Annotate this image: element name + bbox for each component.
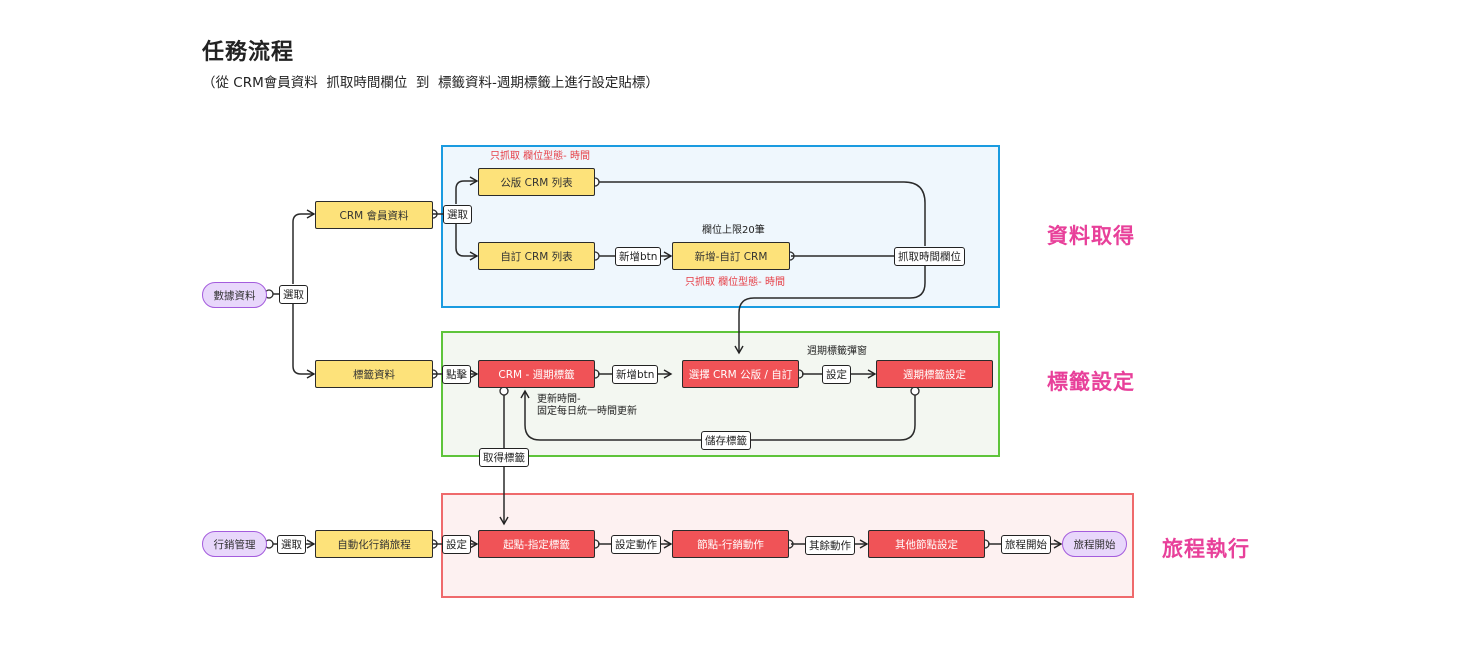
node-tag-data[interactable]: 標籤資料	[315, 360, 433, 388]
node-journey-start[interactable]: 旅程開始	[1062, 531, 1127, 557]
port-half	[432, 539, 438, 549]
edge-label-add-btn: 新增btn	[615, 247, 662, 266]
edge-label-select: 選取	[277, 535, 306, 554]
node-custom-crm-list[interactable]: 自訂 CRM 列表	[478, 242, 595, 270]
node-marketing-mgmt[interactable]: 行銷管理	[202, 531, 267, 557]
edge-select-to-crm-member	[292, 209, 316, 284]
zone-label-journey-exec: 旅程執行	[1162, 537, 1250, 561]
node-weekly-tag-setting[interactable]: 週期標籤設定	[876, 360, 993, 388]
edge-select-to-tag-data	[292, 304, 316, 379]
edge-label-other-action: 其餘動作	[805, 536, 855, 555]
node-start-tag[interactable]: 起點-指定標籤	[478, 530, 595, 558]
edge-label-journey-start: 旅程開始	[1001, 535, 1051, 554]
node-add-custom-crm[interactable]: 新增-自訂 CRM	[672, 242, 790, 270]
edge-label-get-tag: 取得標籤	[479, 448, 529, 467]
node-other-node[interactable]: 其他節點設定	[868, 530, 985, 558]
edge-label-set: 設定	[442, 535, 471, 554]
zone-label-data-fetch: 資料取得	[1047, 224, 1135, 248]
edge-label-add-btn: 新增btn	[612, 365, 659, 384]
node-crm-weekly-tag[interactable]: CRM - 週期標籤	[478, 360, 595, 388]
edge-label-set: 設定	[822, 365, 851, 384]
node-auto-journey[interactable]: 自動化行銷旅程	[315, 530, 433, 558]
zone-label-tag-setting: 標籤設定	[1047, 370, 1135, 394]
edge-label-click: 點擊	[442, 365, 471, 384]
note-update-time: 更新時間- 固定每日統一時間更新	[537, 394, 637, 417]
node-crm-member[interactable]: CRM 會員資料	[315, 201, 433, 229]
note-only-time-field: 只抓取 欄位型態- 時間	[685, 277, 785, 288]
edge-label-set-action: 設定動作	[611, 535, 661, 554]
port-half	[432, 209, 438, 219]
edge-label-select: 選取	[443, 205, 472, 224]
node-choose-crm[interactable]: 選擇 CRM 公版 / 自訂	[682, 360, 799, 388]
note-weekly-popup: 週期標籤彈窗	[807, 346, 867, 357]
port-half	[432, 369, 438, 379]
page-subtitle: （從 CRM會員資料 抓取時間欄位 到 標籤資料-週期標籤上進行設定貼標）	[202, 75, 659, 91]
page-title: 任務流程	[202, 40, 295, 65]
node-data-source[interactable]: 數據資料	[202, 282, 267, 308]
note-field-limit: 欄位上限20筆	[702, 225, 765, 236]
node-public-crm-list[interactable]: 公版 CRM 列表	[478, 168, 595, 196]
note-only-time-field: 只抓取 欄位型態- 時間	[490, 151, 590, 162]
edge-label-save-tag: 儲存標籤	[701, 431, 751, 450]
edge-label-fetch-time-field: 抓取時間欄位	[894, 247, 965, 266]
edge-label-select: 選取	[279, 285, 308, 304]
node-node-action[interactable]: 節點-行銷動作	[672, 530, 789, 558]
